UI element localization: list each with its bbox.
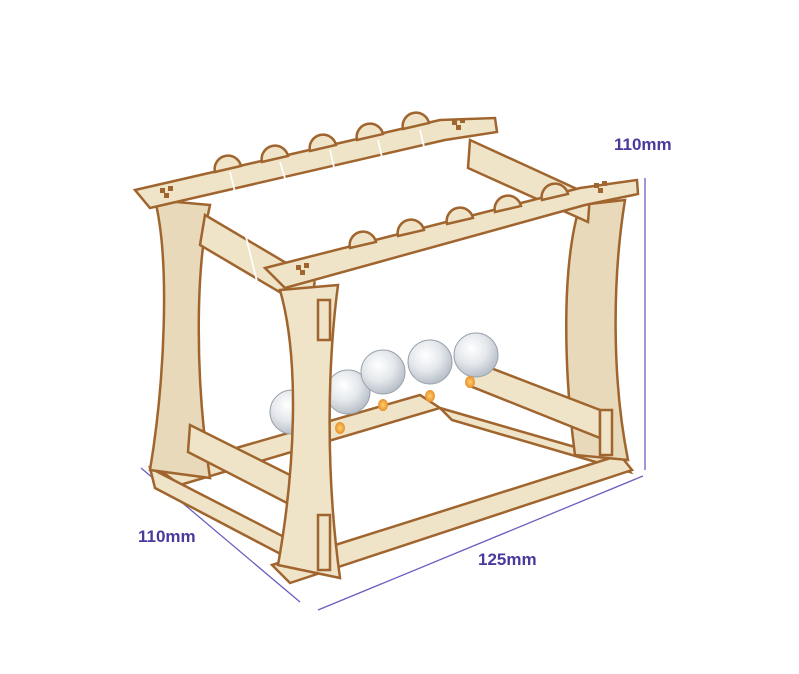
depth-dimension-label: 110mm xyxy=(138,527,196,546)
ball-5 xyxy=(453,332,499,378)
height-dimension-label: 110mm xyxy=(614,135,672,154)
front-right-leg-tab xyxy=(598,408,614,457)
back-beam-holes xyxy=(160,118,465,198)
ball-glows xyxy=(335,376,475,434)
front-legs xyxy=(276,283,614,580)
back-beam-pegs xyxy=(213,111,431,174)
ball-3 xyxy=(360,349,406,395)
back-right-leg xyxy=(565,198,630,462)
front-beam-holes xyxy=(296,181,607,275)
ball-4 xyxy=(407,339,453,385)
back-legs xyxy=(148,198,630,480)
base-front-rail xyxy=(269,453,635,585)
back-left-leg xyxy=(148,198,212,480)
front-beam-pegs xyxy=(348,182,570,250)
width-dimension-label: 125mm xyxy=(478,550,537,569)
front-left-leg xyxy=(276,283,342,580)
back-top-beam xyxy=(132,111,499,210)
front-left-leg-tab xyxy=(316,513,332,572)
width-dimension-line xyxy=(317,475,644,611)
front-top-beam xyxy=(262,178,640,290)
front-left-upper-tab xyxy=(316,298,332,342)
